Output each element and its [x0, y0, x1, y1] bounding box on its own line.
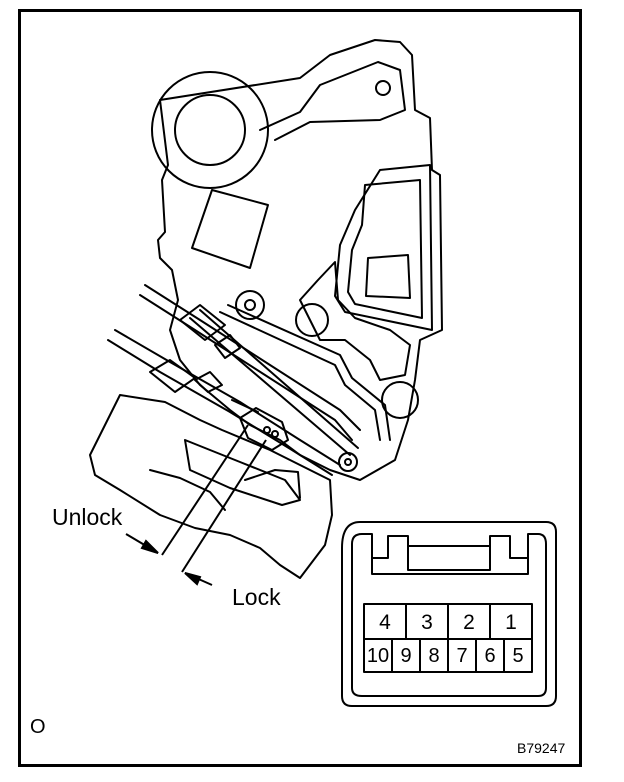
lock-label: Lock — [232, 584, 281, 610]
figure-border — [18, 9, 582, 767]
connector-face — [341, 521, 557, 707]
lock-unlock-dimension — [125, 424, 267, 586]
pin-4-label: 4 — [379, 611, 391, 634]
unlock-label: Unlock — [52, 504, 123, 530]
pin-9-label: 9 — [400, 645, 412, 667]
pin-6-label: 6 — [484, 645, 496, 667]
pin-1-label: 1 — [505, 611, 517, 634]
pin-7-label: 7 — [456, 645, 468, 667]
pin-8-label: 8 — [428, 645, 440, 667]
door-lock-assembly — [89, 39, 443, 579]
pin-5-label: 5 — [512, 645, 524, 667]
figure-id: B79247 — [517, 740, 566, 756]
corner-mark: O — [30, 716, 46, 738]
pin-3-label: 3 — [421, 611, 433, 634]
pin-2-label: 2 — [463, 611, 475, 634]
pin-10-label: 10 — [366, 645, 390, 667]
